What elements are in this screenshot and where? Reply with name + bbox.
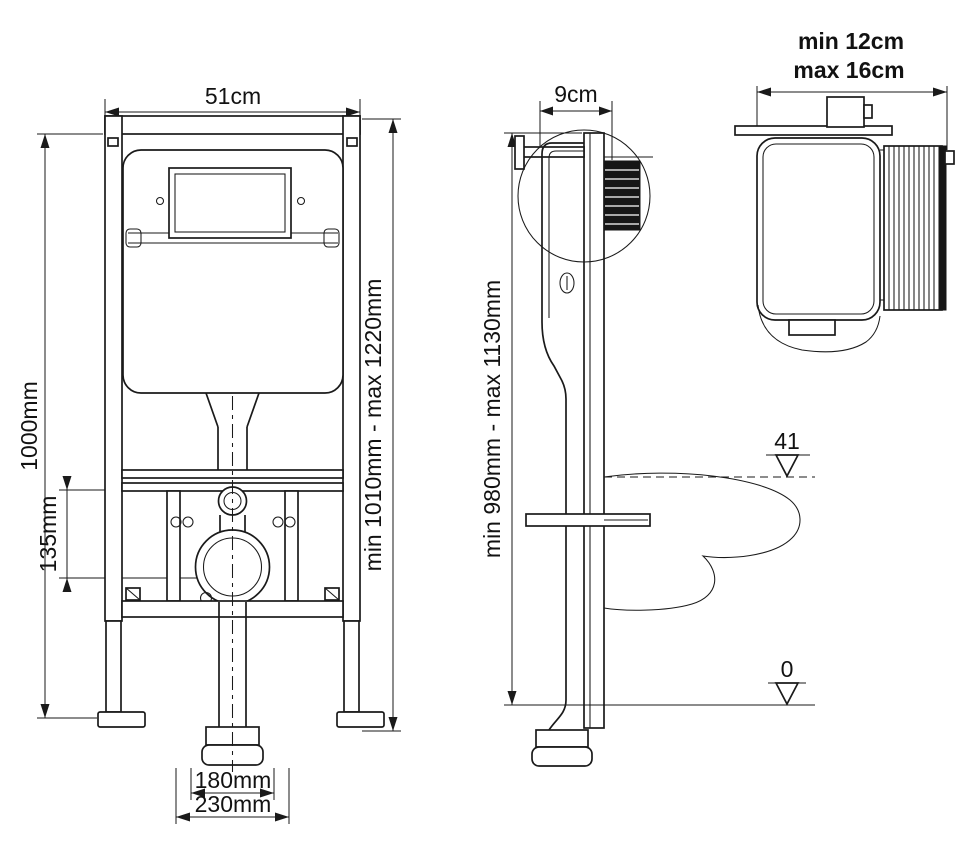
front-frame bbox=[97, 115, 385, 728]
side-depth-dimension: 9cm bbox=[539, 81, 613, 160]
side-view: 9cm min 980mm - max 1130mm bbox=[479, 81, 815, 767]
left-foot bbox=[97, 711, 146, 728]
detail-depth-min-label: min 12cm bbox=[798, 28, 904, 54]
front-width-dimension: 51cm bbox=[104, 83, 361, 119]
panel-hole-right bbox=[296, 196, 306, 206]
side-install-height-dimension: min 980mm - max 1130mm bbox=[479, 132, 582, 705]
detail-wall-section bbox=[883, 145, 955, 311]
actuator-plate bbox=[734, 125, 893, 136]
bolt-head-right bbox=[346, 137, 358, 147]
front-outlet-offset-label: 135mm bbox=[35, 496, 61, 573]
front-view: 51cm 1000mm min 1010mm - max 1220mm bbox=[16, 83, 401, 824]
detail-depth-max-label: max 16cm bbox=[793, 57, 904, 83]
side-rail bbox=[514, 129, 653, 729]
seat-height-label: 41 bbox=[774, 428, 800, 454]
panel-hole-left bbox=[155, 196, 165, 206]
level-triangle-seat bbox=[774, 454, 800, 478]
bottom-bracket bbox=[788, 319, 836, 336]
floor-level-marker: 0 bbox=[504, 656, 815, 706]
detail-view: min 12cm max 16cm bbox=[734, 28, 955, 353]
front-drain-width-dimension: 180mm bbox=[190, 767, 275, 800]
right-leg bbox=[343, 620, 360, 713]
level-triangle-floor bbox=[774, 682, 800, 706]
front-flush-assembly bbox=[121, 392, 344, 772]
flush-button-housing bbox=[826, 96, 865, 128]
right-foot bbox=[336, 711, 385, 728]
side-drain-outlet bbox=[531, 699, 593, 767]
detail-callout-circle bbox=[517, 129, 651, 263]
detail-depth-dimension bbox=[756, 86, 948, 150]
seat-height-marker: 41 bbox=[766, 428, 810, 478]
toilet-bowl-outline bbox=[603, 472, 815, 611]
front-base-width-dimension: 230mm bbox=[175, 768, 290, 824]
brand-emblem bbox=[559, 272, 575, 294]
left-leg bbox=[105, 620, 122, 713]
front-install-height-label: min 1010mm - max 1220mm bbox=[360, 279, 386, 572]
floor-level-label: 0 bbox=[781, 656, 794, 682]
front-cistern bbox=[122, 149, 344, 394]
front-install-height-dimension: min 1010mm - max 1220mm bbox=[360, 118, 401, 732]
front-height-dimension: 1000mm bbox=[16, 133, 103, 719]
access-panel bbox=[168, 167, 292, 239]
front-width-label: 51cm bbox=[205, 83, 261, 109]
wall-bolt bbox=[944, 150, 955, 165]
side-cistern bbox=[541, 142, 584, 700]
side-depth-label: 9cm bbox=[554, 81, 597, 107]
front-height-label: 1000mm bbox=[16, 381, 42, 470]
bolt-head-left bbox=[107, 137, 119, 147]
detail-cistern bbox=[734, 96, 893, 353]
side-support-arm bbox=[525, 513, 651, 527]
front-drain-width-label: 180mm bbox=[195, 767, 272, 793]
side-install-height-label: min 980mm - max 1130mm bbox=[479, 280, 505, 558]
wall-anchor-block bbox=[603, 160, 641, 231]
front-base-width-label: 230mm bbox=[195, 791, 272, 817]
wall-hatch-block bbox=[883, 145, 943, 311]
